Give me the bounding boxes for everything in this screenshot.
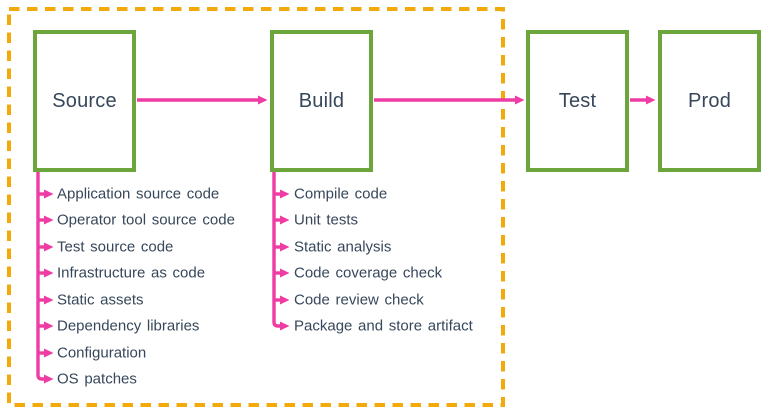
stage-label-test: Test — [558, 89, 597, 112]
source-item-label: Operator tool source code — [57, 211, 235, 229]
build-item-label: Package and store artifact — [294, 317, 473, 335]
build-item-label: Unit tests — [294, 211, 359, 229]
build-item-label: Static analysis — [294, 238, 392, 256]
stage-box-build: Build — [270, 30, 373, 172]
source-item-label: Infrastructure as code — [57, 264, 206, 282]
build-item-label: Code coverage check — [294, 264, 443, 282]
build-items-connector — [272, 172, 290, 331]
source-item-label: Static assets — [57, 291, 144, 309]
build-item-label: Compile code — [294, 185, 388, 203]
stage-label-source: Source — [52, 89, 117, 112]
source-items-connector — [36, 172, 54, 384]
dashed-boundary — [7, 7, 505, 407]
source-item-label: Application source code — [57, 185, 220, 203]
source-item-label: Configuration — [57, 344, 147, 362]
source-item-label: OS patches — [57, 370, 137, 388]
source-item-label: Dependency libraries — [57, 317, 200, 335]
build-item-label: Code review check — [294, 291, 424, 309]
source-item-label: Test source code — [57, 238, 174, 256]
stage-label-prod: Prod — [687, 89, 732, 112]
stage-box-source: Source — [33, 30, 136, 172]
stage-box-test: Test — [526, 30, 629, 172]
stage-box-prod: Prod — [658, 30, 761, 172]
stage-label-build: Build — [298, 89, 345, 112]
